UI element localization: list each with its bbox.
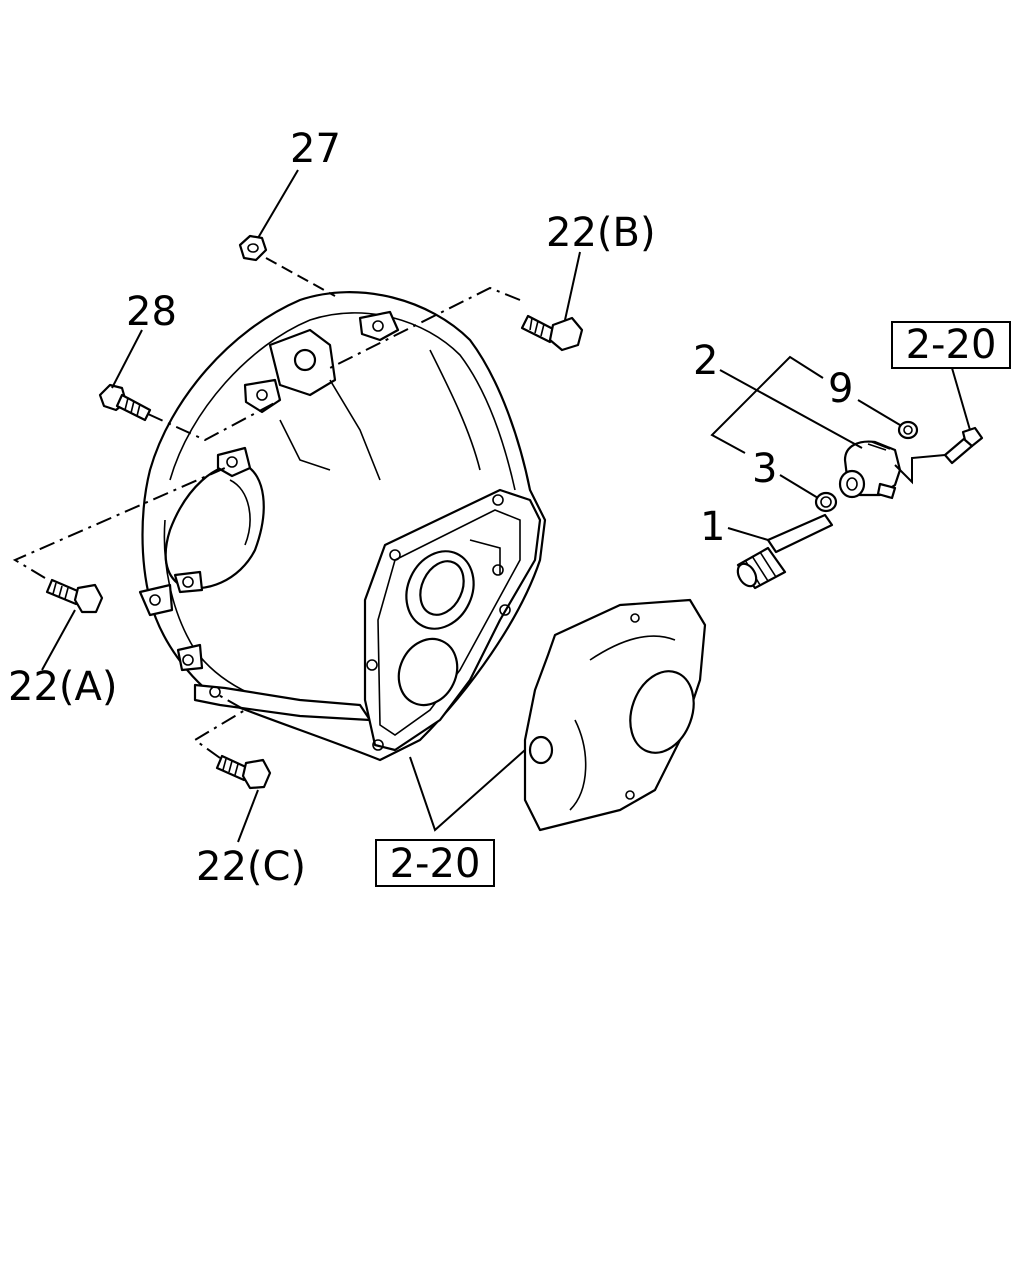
leader-lines — [12, 169, 971, 843]
housing-gasket — [523, 598, 707, 832]
o-ring-9 — [897, 420, 919, 440]
reference-label-bottom: 2-20 — [390, 841, 481, 887]
callout-22a: 22(A) — [8, 664, 117, 710]
bolt-28 — [98, 383, 152, 422]
reference-box-top-right[interactable]: 2-20 — [891, 321, 1011, 369]
nut-27 — [238, 234, 268, 262]
callout-27: 27 — [290, 126, 341, 172]
sleeve-bolt — [943, 426, 984, 465]
callout-9: 9 — [828, 366, 853, 412]
callout-1: 1 — [700, 504, 725, 550]
speedometer-sleeve — [838, 440, 902, 500]
clutch-housing — [138, 291, 547, 762]
bolt-22c — [215, 754, 272, 790]
o-ring-3 — [814, 491, 838, 513]
reference-label-top-right: 2-20 — [906, 322, 997, 368]
bolt-22a — [45, 578, 104, 614]
callout-22b: 22(B) — [546, 210, 656, 256]
callout-2: 2 — [693, 338, 718, 384]
callout-22c: 22(C) — [196, 844, 306, 890]
driven-gear-shaft — [736, 513, 834, 590]
reference-box-bottom[interactable]: 2-20 — [375, 839, 495, 887]
callout-28: 28 — [126, 289, 177, 335]
bolt-22b — [520, 314, 584, 352]
callout-3: 3 — [752, 446, 777, 492]
